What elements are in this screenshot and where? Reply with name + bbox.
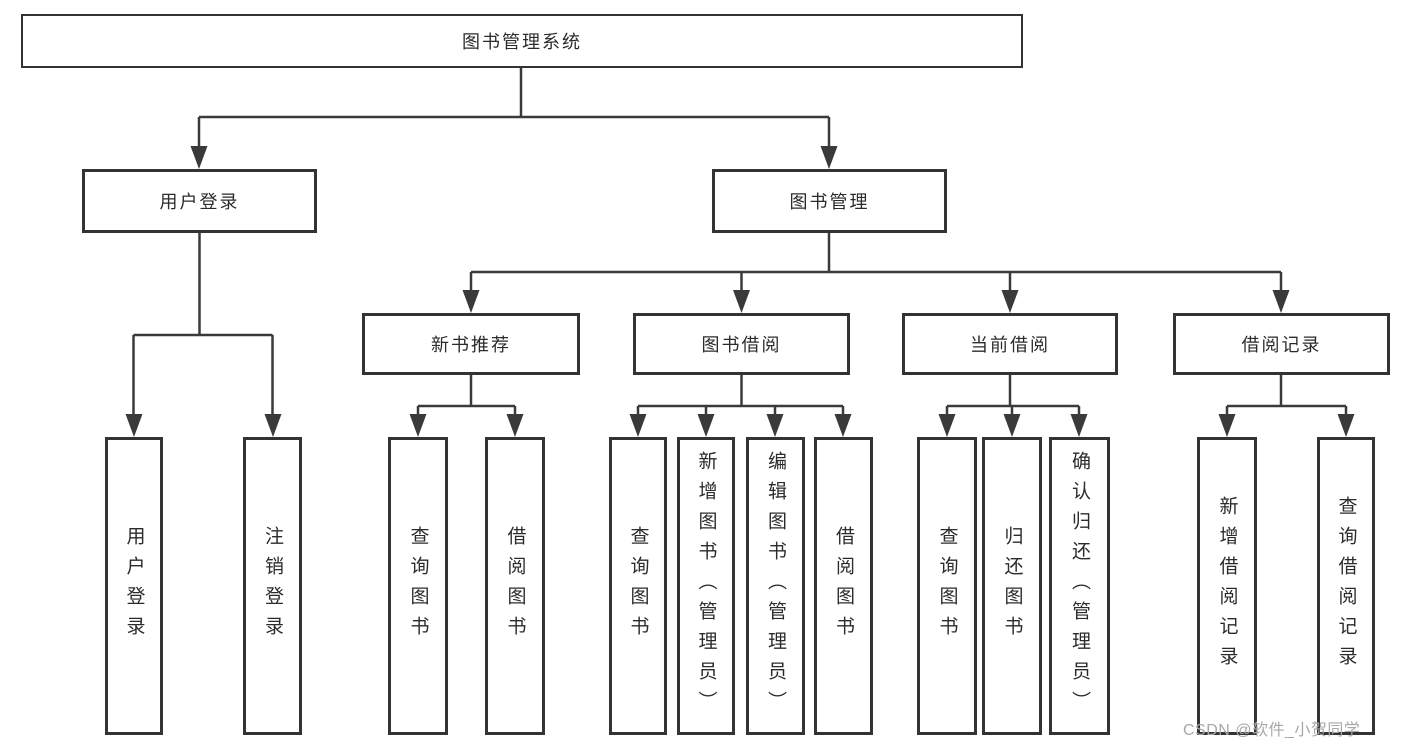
node-borrow-records: 借阅记录 [1173,313,1390,375]
node-user-login: 用户登录 [82,169,317,233]
node-current-borrow: 当前借阅 [902,313,1118,375]
leaf-edit-books-admin: 编辑图书（管理员） [746,437,805,735]
node-book-management: 图书管理 [712,169,947,233]
leaf-query-books-borrow: 查询图书 [609,437,667,735]
leaf-confirm-return-admin: 确认归还（管理员） [1049,437,1110,735]
leaf-borrow-books-recommend: 借阅图书 [485,437,545,735]
leaf-logout: 注销登录 [243,437,302,735]
leaf-query-books-recommend: 查询图书 [388,437,448,735]
leaf-add-books-admin: 新增图书（管理员） [677,437,735,735]
leaf-borrow-books: 借阅图书 [814,437,873,735]
node-book-borrow: 图书借阅 [633,313,850,375]
leaf-query-borrow-record: 查询借阅记录 [1317,437,1375,735]
node-new-book-recommend: 新书推荐 [362,313,580,375]
csdn-watermark: CSDN @软件_小贺同学 [1183,722,1361,739]
leaf-add-borrow-record: 新增借阅记录 [1197,437,1257,735]
node-library-management-system: 图书管理系统 [21,14,1023,68]
leaf-return-books: 归还图书 [982,437,1042,735]
leaf-query-books-current: 查询图书 [917,437,977,735]
leaf-user-login: 用户登录 [105,437,163,735]
